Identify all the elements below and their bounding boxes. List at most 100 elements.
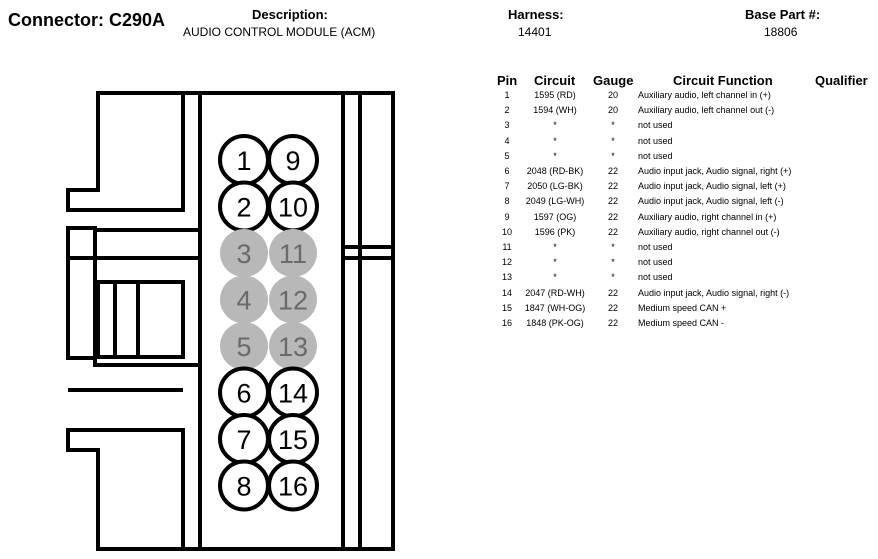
cavity-12: 12	[269, 275, 317, 324]
cavity-circle	[269, 229, 317, 277]
gauge-cell: 22	[607, 302, 618, 313]
cavity-label: 11	[279, 239, 307, 269]
cavity-label: 3	[236, 239, 251, 269]
cavity-circle	[267, 459, 319, 512]
function-cell: not used	[638, 242, 673, 252]
cavity-circle	[269, 275, 317, 324]
circuit-cell: 1597 (OG)	[533, 211, 577, 222]
circuit-cell: 1847 (WH-OG)	[524, 302, 586, 313]
function-cell: Auxiliary audio, left channel in (+)	[638, 90, 771, 100]
cavity-13: 13	[269, 322, 317, 370]
cavity-7: 7	[218, 413, 270, 465]
gauge-cell: *	[611, 135, 615, 146]
function-cell: Audio input jack, Audio signal, left (-)	[638, 196, 784, 207]
connector-housing	[66, 91, 395, 551]
cavity-2: 2	[218, 180, 270, 233]
col-header-pin: Pin	[497, 73, 518, 88]
circuit-cell: *	[553, 272, 557, 283]
cavity-circle	[220, 275, 268, 324]
function-cell: Auxiliary audio, right channel in (+)	[638, 211, 777, 222]
gauge-cell: *	[611, 257, 615, 268]
pin-cell: 8	[504, 196, 510, 207]
circuit-cell: *	[553, 135, 557, 146]
pin-cell: 16	[501, 318, 512, 328]
cavity-6: 6	[218, 366, 270, 419]
description-value: AUDIO CONTROL MODULE (ACM)	[183, 25, 376, 39]
circuit-cell: 1596 (PK)	[534, 226, 576, 237]
pin-cell: 3	[504, 120, 510, 131]
cavity-11: 11	[269, 229, 317, 277]
col-header-gauge: Gauge	[593, 73, 634, 88]
function-cell: Auxiliary audio, right channel out (-)	[638, 226, 780, 237]
col-header-qualifier: Qualifier	[815, 73, 868, 88]
pin-cell: 5	[504, 150, 510, 161]
cavity-circle	[269, 322, 317, 370]
function-cell: Medium speed CAN -	[638, 318, 725, 328]
pin-cell: 15	[501, 302, 512, 313]
cavity-label: 15	[278, 425, 308, 455]
gauge-cell: 22	[607, 226, 618, 237]
cavity-label: 12	[278, 286, 308, 316]
pin-cell: 12	[501, 257, 512, 268]
gauge-cell: 22	[607, 196, 618, 207]
description-label: Description:	[252, 7, 328, 22]
cavity-15: 15	[267, 413, 319, 465]
cavity-label: 2	[236, 193, 251, 223]
circuit-cell: 2050 (LG-BK)	[527, 181, 583, 192]
connector-title: Connector: C290A	[8, 10, 166, 30]
cavity-label: 16	[278, 472, 308, 502]
circuit-cell: 2049 (LG-WH)	[525, 196, 585, 207]
base-part-label: Base Part #:	[745, 7, 821, 22]
cavity-label: 13	[278, 332, 308, 362]
cavity-16: 16	[267, 459, 319, 512]
cavity-label: 4	[236, 286, 251, 316]
cavity-8: 8	[218, 459, 270, 512]
base-part-value: 18806	[764, 25, 798, 39]
cavity-label: 8	[236, 472, 251, 502]
cavity-9: 9	[267, 134, 319, 186]
circuit-cell: *	[553, 242, 557, 252]
pin-cell: 14	[501, 287, 512, 298]
gauge-cell: 20	[607, 90, 618, 100]
circuit-cell: 1595 (RD)	[534, 90, 576, 100]
pin-cell: 7	[504, 181, 510, 192]
function-cell: Audio input jack, Audio signal, right (-…	[638, 287, 790, 298]
cavity-10: 10	[267, 180, 319, 233]
circuit-cell: *	[553, 257, 557, 268]
cavity-4: 4	[220, 275, 268, 324]
circuit-cell: 1594 (WH)	[533, 105, 577, 116]
pin-cell: 11	[502, 242, 512, 252]
gauge-cell: 22	[607, 318, 618, 328]
pin-cell: 9	[504, 211, 510, 222]
function-cell: Medium speed CAN +	[638, 302, 727, 313]
circuit-cell: 1848 (PK-OG)	[526, 318, 584, 328]
gauge-cell: *	[611, 150, 615, 161]
col-header-function: Circuit Function	[673, 73, 773, 88]
harness-label: Harness:	[508, 7, 564, 22]
cavity-label: 9	[285, 146, 300, 176]
cavity-3: 3	[220, 229, 268, 277]
harness-value: 14401	[518, 25, 552, 39]
gauge-cell: 22	[607, 166, 618, 176]
cavity-label: 6	[236, 379, 251, 409]
pin-cell: 2	[504, 105, 510, 116]
cavity-5: 5	[220, 322, 268, 370]
pin-cell: 4	[504, 135, 510, 146]
function-cell: not used	[638, 150, 673, 161]
function-cell: Audio input jack, Audio signal, right (+…	[638, 166, 792, 176]
gauge-cell: 22	[607, 287, 618, 298]
cavity-label: 5	[236, 332, 251, 362]
cavity-circle	[220, 229, 268, 277]
pin-cell: 1	[504, 90, 510, 100]
function-cell: Audio input jack, Audio signal, left (+)	[638, 181, 786, 192]
gauge-cell: 20	[607, 105, 618, 116]
cavity-label: 1	[236, 146, 251, 176]
cavity-label: 7	[236, 425, 251, 455]
circuit-cell: 2048 (RD-BK)	[526, 166, 584, 176]
cavity-label: 10	[278, 193, 308, 223]
col-header-circuit: Circuit	[534, 73, 576, 88]
gauge-cell: *	[611, 272, 615, 283]
function-cell: not used	[638, 257, 673, 268]
pin-cell: 10	[501, 226, 512, 237]
